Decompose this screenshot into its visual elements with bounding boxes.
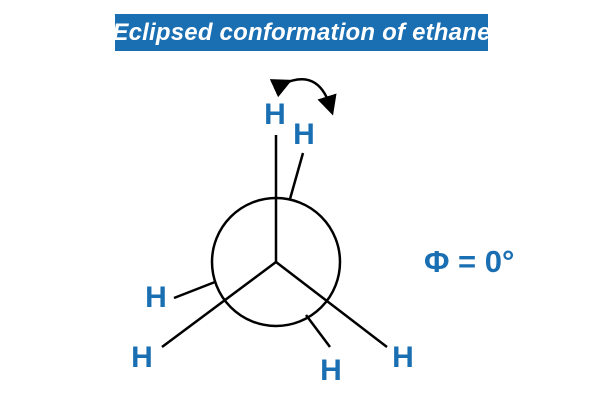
- front-hydrogen-top: H: [264, 98, 286, 131]
- rear-bond-up: [288, 152, 305, 200]
- rear-bond-right: [305, 314, 331, 348]
- front-hydrogen-lower-right: H: [392, 341, 414, 374]
- rotation-arrow-icon: [269, 78, 337, 116]
- rear-hydrogen-bottom: H: [320, 354, 342, 387]
- front-bond-lower-left: [161, 260, 277, 349]
- diagram-title: Eclipsed conformation of ethane: [112, 18, 491, 46]
- dihedral-angle-label: Φ = 0°: [424, 244, 514, 279]
- rear-bond-left: [173, 280, 216, 300]
- front-hydrogen-lower-left: H: [131, 341, 153, 374]
- front-bond-lower-right: [275, 261, 388, 348]
- title-banner: Eclipsed conformation of ethane: [112, 14, 491, 51]
- rear-hydrogen-top: H: [293, 118, 315, 151]
- rear-hydrogen-left: H: [145, 281, 167, 314]
